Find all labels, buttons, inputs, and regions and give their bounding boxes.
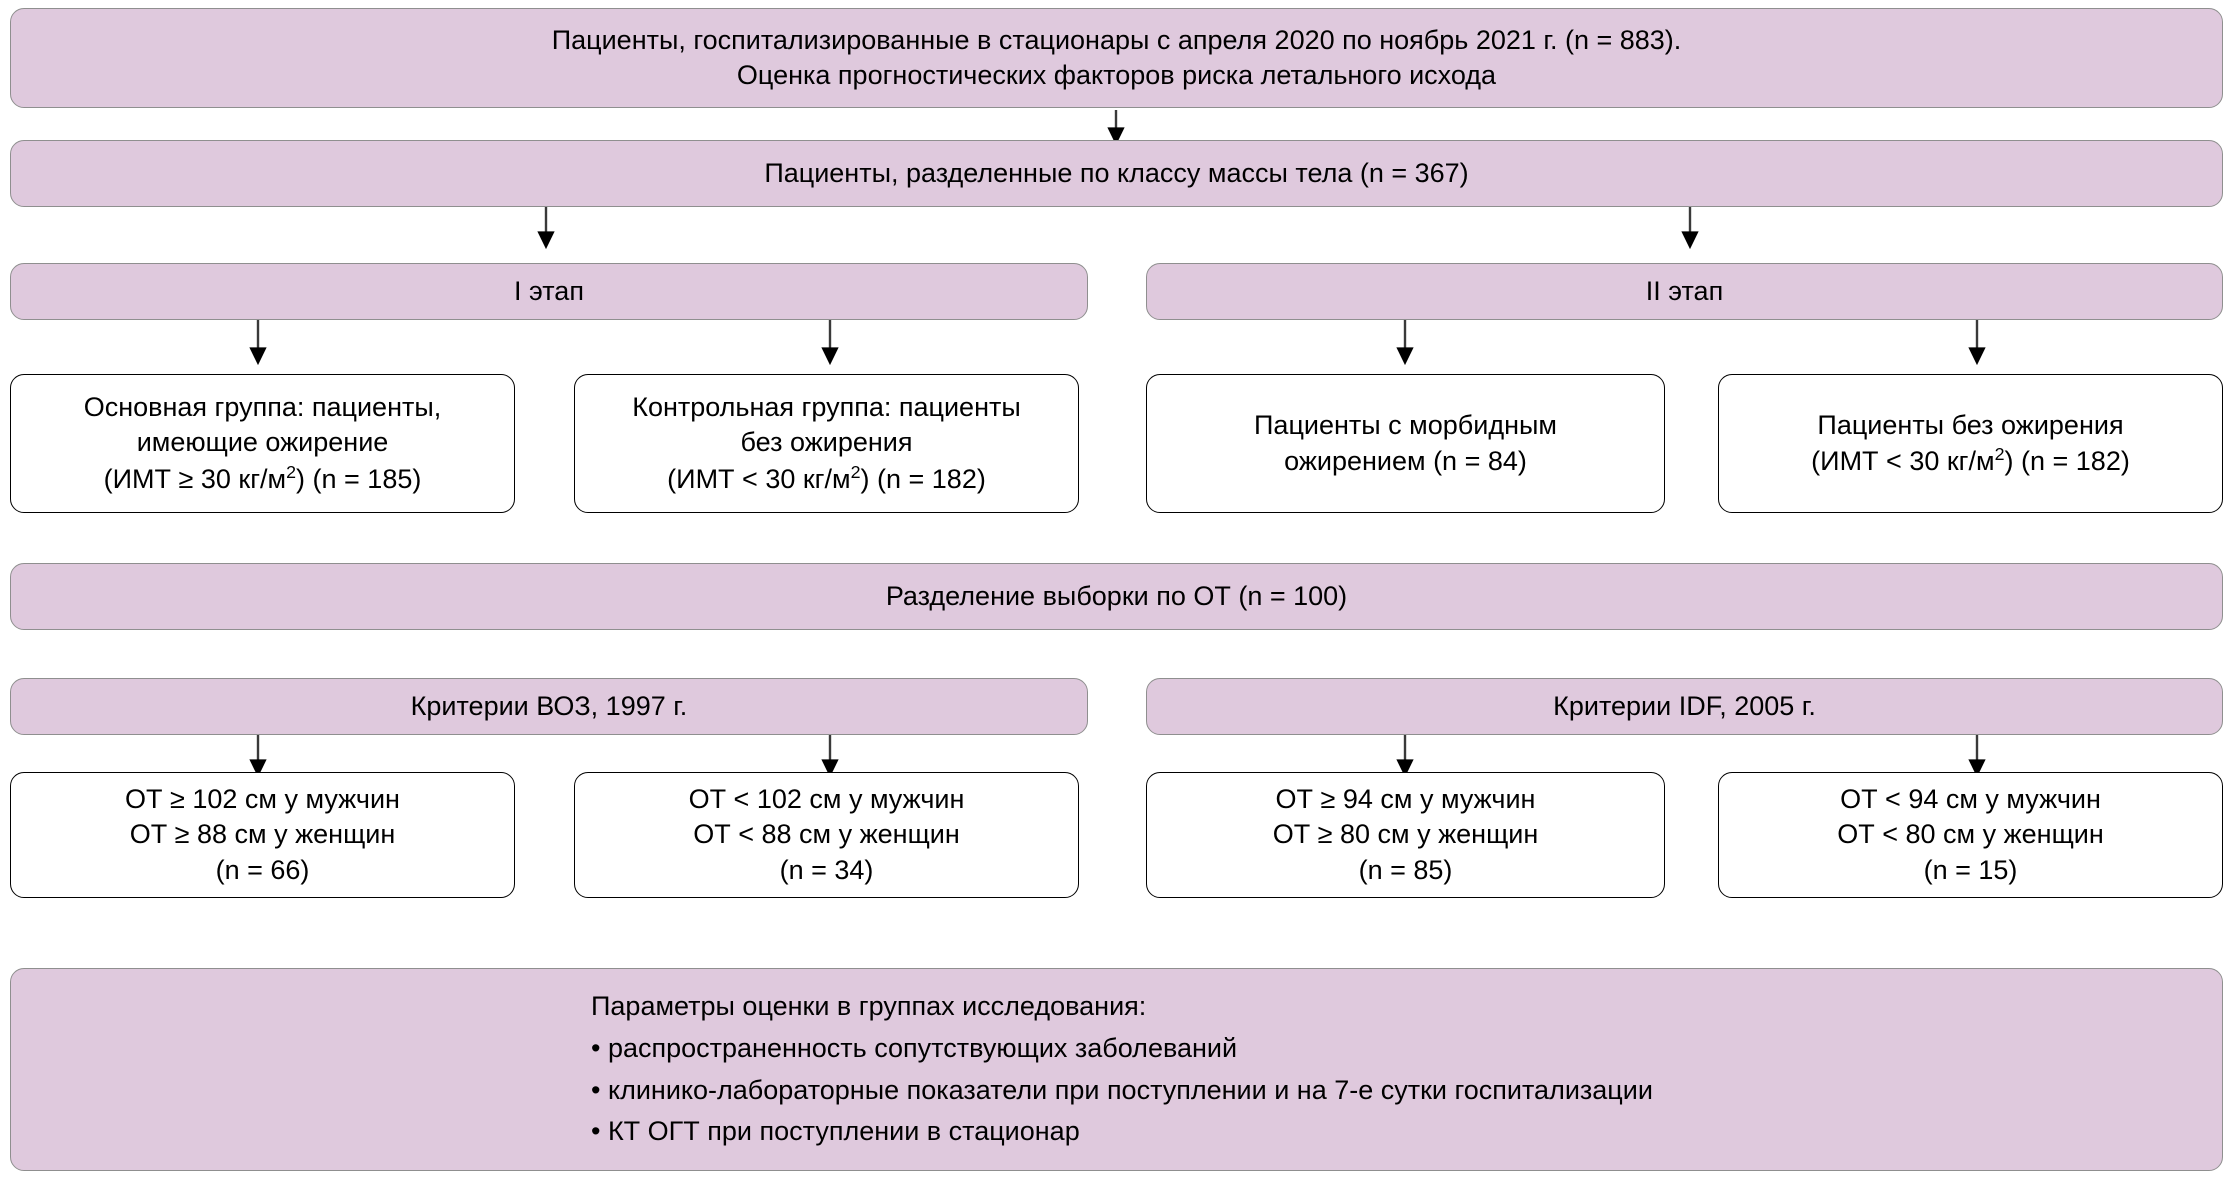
node-split-by-waist-label: Разделение выборки по ОТ (n = 100) bbox=[885, 580, 1348, 611]
node-who-low-line1: ОТ < 102 см у мужчин bbox=[688, 784, 965, 815]
node-who-high-waist[interactable]: ОТ ≥ 102 см у мужчин ОТ ≥ 88 см у женщин… bbox=[10, 772, 515, 898]
node-split-by-waist[interactable]: Разделение выборки по ОТ (n = 100) bbox=[10, 563, 2223, 630]
node-who-low-line2: ОТ < 88 см у женщин bbox=[693, 819, 960, 850]
node-nonobese-line1: Пациенты без ожирения bbox=[1817, 409, 2124, 440]
node-idf-high-line1: ОТ ≥ 94 см у мужчин bbox=[1275, 784, 1536, 815]
parameters-bullet-1: • распространенность сопутствующих забол… bbox=[591, 1032, 1238, 1063]
parameters-bullet-3: • КТ ОГТ при поступлении в стационар bbox=[591, 1116, 1080, 1147]
node-morbid-obesity-line1: Пациенты с морбидным bbox=[1254, 410, 1557, 441]
node-assessment-parameters[interactable]: Параметры оценки в группах исследования:… bbox=[10, 968, 2223, 1171]
node-who-high-line3: (n = 66) bbox=[215, 854, 310, 885]
node-morbid-obesity-group[interactable]: Пациенты с морбидным ожирением (n = 84) bbox=[1146, 374, 1665, 513]
node-who-high-line1: ОТ ≥ 102 см у мужчин bbox=[125, 784, 400, 815]
node-main-group[interactable]: Основная группа: пациенты, имеющие ожире… bbox=[10, 374, 515, 513]
node-control-group-line3: (ИМТ < 30 кг/м2) (n = 182) bbox=[667, 461, 986, 494]
node-morbid-obesity-line2: ожирением (n = 84) bbox=[1284, 445, 1527, 476]
node-main-group-line2: имеющие ожирение bbox=[136, 427, 389, 458]
node-idf-low-line2: ОТ < 80 см у женщин bbox=[1837, 819, 2104, 850]
node-root-line2: Оценка прогностических факторов риска ле… bbox=[736, 60, 1497, 90]
node-idf-low-line3: (n = 15) bbox=[1923, 854, 2018, 885]
node-idf-low-line1: ОТ < 94 см у мужчин bbox=[1840, 784, 2101, 815]
node-split-by-bmi[interactable]: Пациенты, разделенные по классу массы те… bbox=[10, 140, 2223, 207]
node-stage-2[interactable]: II этап bbox=[1146, 263, 2223, 320]
node-who-low-waist[interactable]: ОТ < 102 см у мужчин ОТ < 88 см у женщин… bbox=[574, 772, 1079, 898]
node-stage-2-label: II этап bbox=[1645, 275, 1724, 306]
node-stage-1[interactable]: I этап bbox=[10, 263, 1088, 320]
parameters-heading: Параметры оценки в группах исследования: bbox=[591, 990, 1147, 1021]
node-idf-high-line2: ОТ ≥ 80 см у женщин bbox=[1272, 819, 1539, 850]
node-who-low-line3: (n = 34) bbox=[779, 854, 874, 885]
node-criteria-idf[interactable]: Критерии IDF, 2005 г. bbox=[1146, 678, 2223, 735]
node-idf-high-line3: (n = 85) bbox=[1358, 854, 1453, 885]
node-control-group[interactable]: Контрольная группа: пациенты без ожирени… bbox=[574, 374, 1079, 513]
node-stage-1-label: I этап bbox=[514, 275, 584, 306]
node-criteria-who[interactable]: Критерии ВОЗ, 1997 г. bbox=[10, 678, 1088, 735]
node-idf-high-waist[interactable]: ОТ ≥ 94 см у мужчин ОТ ≥ 80 см у женщин … bbox=[1146, 772, 1665, 898]
node-main-group-line3: (ИМТ ≥ 30 кг/м2) (n = 185) bbox=[103, 461, 422, 494]
node-split-by-bmi-label: Пациенты, разделенные по классу массы те… bbox=[764, 157, 1469, 188]
node-nonobese-line2: (ИМТ < 30 кг/м2) (n = 182) bbox=[1811, 444, 2130, 476]
parameters-bullet-2: • клинико-лабораторные показатели при по… bbox=[591, 1074, 1653, 1105]
node-criteria-who-label: Критерии ВОЗ, 1997 г. bbox=[410, 690, 688, 721]
node-nonobese-group[interactable]: Пациенты без ожирения (ИМТ < 30 кг/м2) (… bbox=[1718, 374, 2223, 513]
node-idf-low-waist[interactable]: ОТ < 94 см у мужчин ОТ < 80 см у женщин … bbox=[1718, 772, 2223, 898]
node-root-cohort[interactable]: Пациенты, госпитализированные в стациона… bbox=[10, 8, 2223, 108]
node-main-group-line1: Основная группа: пациенты, bbox=[83, 392, 442, 423]
node-control-group-line2: без ожирения bbox=[740, 427, 913, 458]
node-who-high-line2: ОТ ≥ 88 см у женщин bbox=[129, 819, 396, 850]
node-root-line1: Пациенты, госпитализированные в стациона… bbox=[551, 24, 1682, 55]
node-criteria-idf-label: Критерии IDF, 2005 г. bbox=[1553, 690, 1816, 721]
node-control-group-line1: Контрольная группа: пациенты bbox=[632, 392, 1021, 423]
